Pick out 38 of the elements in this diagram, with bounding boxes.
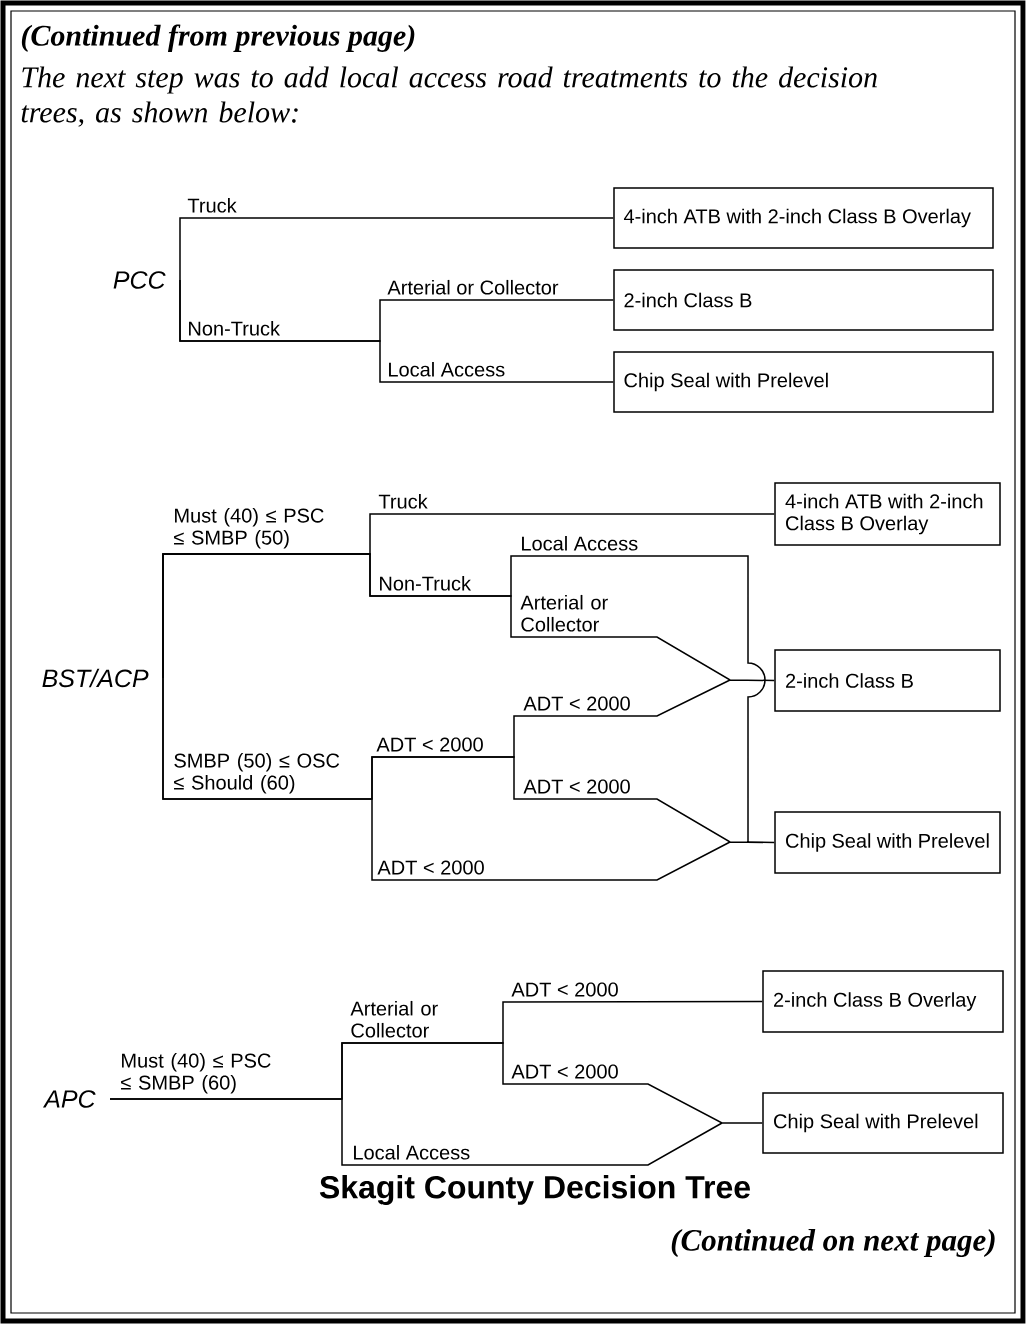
branch-label: ADT < 2000	[377, 860, 484, 875]
tree-branch	[109, 1042, 763, 1166]
tree-branch	[179, 279, 614, 383]
branch-label: Non-Truck	[189, 320, 281, 336]
treatment-box: Chip Seal with Prelevel	[762, 1092, 1004, 1154]
branch-label: Local Access	[354, 1144, 470, 1160]
branch-label: Local Access	[522, 535, 638, 551]
diagram-title: Skagit County Decision Tree	[319, 1175, 750, 1205]
treatment-box: 2-inch Class B Overlay	[762, 970, 1004, 1033]
continuation-note: (Continued from previous page)	[21, 24, 415, 52]
branch-label: ADT < 2000	[523, 696, 630, 711]
branch-label: Arterial or Collector	[520, 594, 608, 632]
branch-label: ADT < 2000	[511, 1064, 618, 1079]
branch-label: ADT < 2000	[376, 737, 483, 752]
tree-branch	[162, 553, 775, 881]
branch-label: Truck	[378, 493, 428, 509]
tree-root-label: BST/ACP	[42, 668, 149, 688]
treatment-box: 4-inch ATB with 2-inch Class B Overlay	[774, 482, 1001, 546]
treatment-box: Chip Seal with Prelevel	[774, 811, 1001, 874]
branch-label: Arterial or Collector	[387, 279, 559, 295]
tree-root-label: PCC	[113, 271, 166, 289]
treatment-box: 2-inch Class B	[774, 649, 1001, 712]
treatment-box: Chip Seal with Prelevel	[613, 351, 994, 413]
branch-label: ADT < 2000	[523, 779, 630, 794]
tree-root-label: APC	[42, 1090, 96, 1108]
branch-label: SMBP (50) ≤ OSC ≤ Should (60)	[174, 753, 340, 794]
branch-label: Truck	[187, 197, 237, 213]
branch-label: Arterial or Collector	[350, 1000, 438, 1038]
branch-label: ADT < 2000	[511, 982, 618, 997]
treatment-box: 4-inch ATB with 2-inch Class B Overlay	[613, 187, 994, 249]
branch-label: Must (40) ≤ PSC ≤ SMBP (60)	[121, 1053, 271, 1094]
treatment-box: 2-inch Class B	[613, 269, 994, 331]
continuation-note: (Continued on next page)	[671, 1228, 995, 1258]
tree-branch	[179, 217, 614, 281]
branch-label: Non-Truck	[380, 575, 472, 591]
branch-label: Local Access	[389, 361, 505, 377]
branch-label: Must (40) ≤ PSC ≤ SMBP (50)	[174, 508, 324, 549]
intro-text: The next step was to add local access road treatments to the decision trees, as shown below:	[21, 66, 877, 127]
